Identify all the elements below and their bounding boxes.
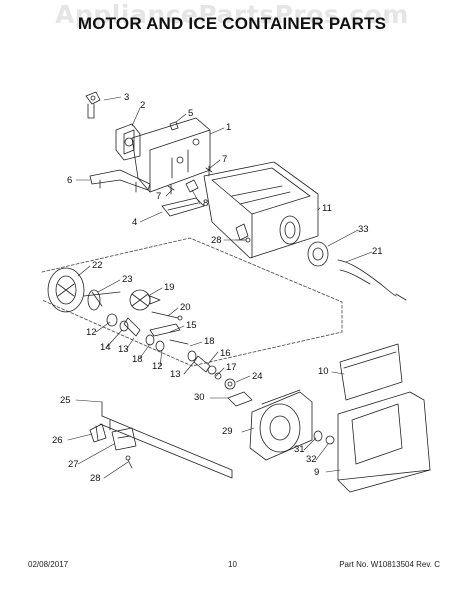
callout-c6: 6 [67, 175, 72, 186]
callout-c3: 3 [124, 92, 129, 103]
callout-c14: 14 [100, 342, 111, 353]
callout-c9: 9 [314, 467, 319, 478]
callout-c20: 20 [180, 302, 191, 313]
callout-c15: 15 [186, 320, 197, 331]
callout-c23: 23 [122, 274, 133, 285]
callout-c8: 8 [203, 198, 208, 209]
callout-c24: 24 [252, 371, 263, 382]
ice-container-part-11 [203, 161, 319, 259]
footer-page-number: 10 [228, 560, 237, 569]
callout-c16: 16 [220, 348, 231, 359]
callout-c17: 17 [226, 362, 237, 373]
callout-c18a: 18 [204, 336, 215, 347]
shaft-part-20 [151, 311, 183, 321]
watermark: AppliancePartsPros.com [55, 0, 409, 29]
crank-parts-14-13-12 [106, 313, 165, 352]
bearing-part-33 [307, 241, 329, 267]
screw-part-7-upper [205, 165, 213, 177]
callout-c26: 26 [52, 435, 63, 446]
motor-part-29 [249, 389, 313, 461]
door-part-10 [339, 343, 403, 401]
front-bin-part-9 [337, 391, 431, 493]
link-parts-18-16-17 [187, 350, 222, 380]
callout-c7b: 7 [156, 191, 161, 202]
callout-c13a: 13 [118, 344, 129, 355]
spring-part-21 [337, 259, 407, 301]
callout-c2: 2 [140, 100, 145, 111]
callout-c7a: 7 [222, 154, 227, 165]
callout-c13b: 13 [170, 369, 181, 380]
clip-part-8 [185, 179, 199, 193]
screw-part-7-lower [167, 183, 175, 195]
callout-c29: 29 [222, 426, 233, 437]
cam-part-26 [89, 423, 107, 443]
auger-region-outline [41, 237, 343, 367]
bracket-part-6 [89, 169, 151, 193]
callout-c19: 19 [164, 282, 175, 293]
footer-part-number: Part No. W10813504 Rev. C [339, 560, 440, 569]
footer-date: 02/08/2017 [28, 560, 69, 569]
callout-c22: 22 [92, 260, 103, 271]
callout-c11: 11 [322, 203, 332, 214]
fastener-part-28-upper [235, 237, 251, 243]
callout-c28a: 28 [211, 235, 222, 246]
callout-c32: 32 [306, 454, 317, 465]
auger-part-23 [83, 289, 121, 311]
callout-c10: 10 [318, 366, 329, 377]
callout-c5: 5 [188, 108, 193, 119]
auger-wheel-part-22 [47, 267, 85, 313]
gear-part-19 [129, 289, 161, 311]
link-part-30 [227, 391, 253, 407]
callout-c12b: 12 [152, 361, 163, 372]
callout-c25: 25 [60, 395, 71, 406]
cover-part-4 [161, 197, 205, 217]
washer-part-24 [224, 378, 236, 390]
washers-part-31-32 [313, 430, 335, 445]
bracket-part-27 [111, 427, 137, 451]
callout-c33: 33 [358, 224, 369, 235]
callout-c18b: 18 [132, 354, 143, 365]
callout-c4: 4 [132, 217, 137, 228]
callout-c1: 1 [226, 122, 231, 133]
screw-part-28-lower [125, 455, 133, 469]
leader-lines [67, 96, 373, 479]
lever-part-15 [149, 323, 189, 345]
screw-part-5 [169, 121, 179, 131]
page-title: MOTOR AND ICE CONTAINER PARTS [77, 14, 387, 33]
callout-c31: 31 [294, 444, 305, 455]
motor-part-2 [115, 123, 141, 161]
callout-c27: 27 [68, 459, 79, 470]
callout-c28b: 28 [90, 473, 101, 484]
callout-c12a: 12 [86, 327, 97, 338]
callout-c21: 21 [372, 246, 383, 257]
callout-c30: 30 [194, 392, 205, 403]
switch-part-3 [85, 91, 101, 119]
mounting-rail-part-25 [99, 401, 233, 479]
